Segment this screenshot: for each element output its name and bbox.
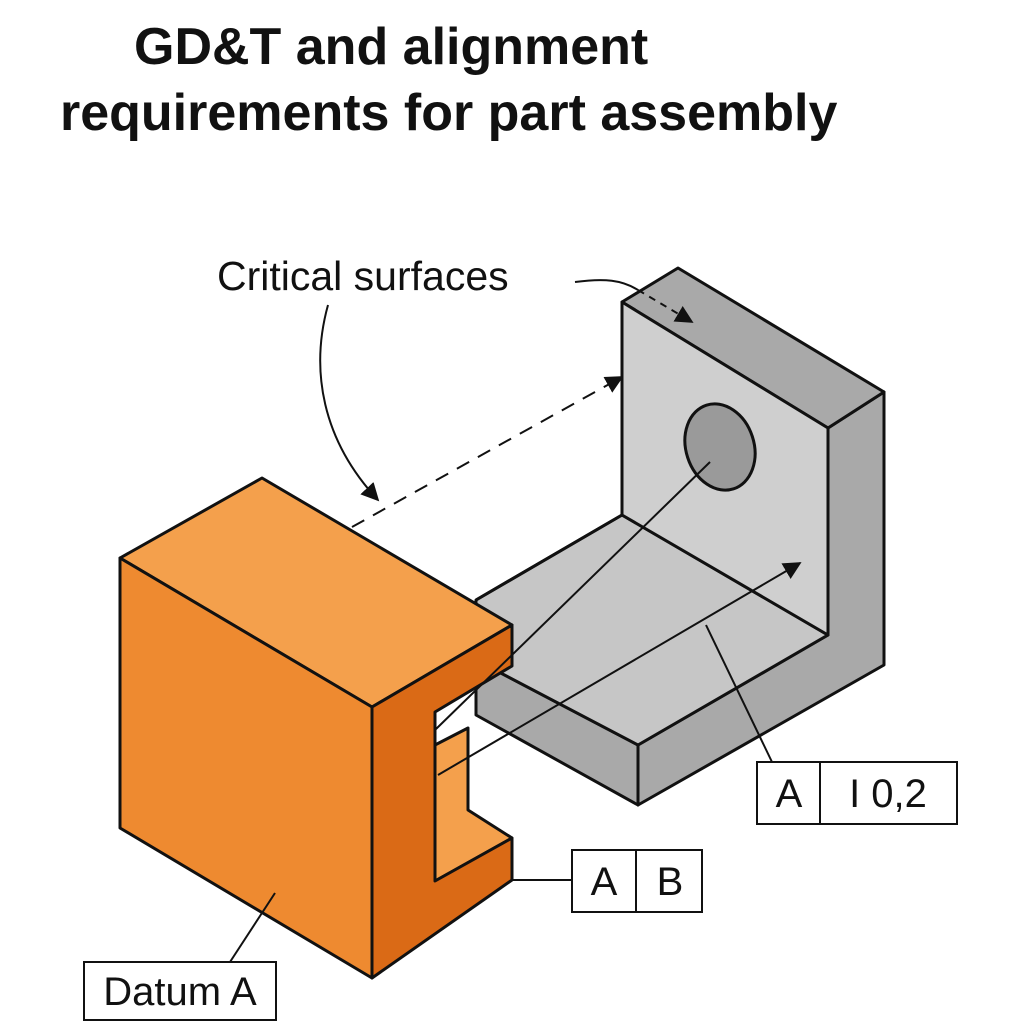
frame-ab-cell-b: B bbox=[657, 860, 684, 904]
frame-ab-cell-a: A bbox=[591, 860, 618, 904]
datum-a-leader bbox=[229, 892, 276, 963]
datum-a-label: Datum A bbox=[103, 970, 257, 1014]
critical-surfaces-leader-right bbox=[574, 279, 639, 291]
title-line-1: GD&T and alignment bbox=[134, 18, 649, 76]
feature-control-frame-tolerance: A I 0,2 bbox=[756, 761, 958, 825]
tolerance-leader bbox=[705, 624, 773, 763]
diagram-title: GD&T and alignment requirements for part… bbox=[0, 14, 1024, 146]
orange-block bbox=[118, 476, 514, 980]
bracket-floor-edge bbox=[475, 513, 623, 602]
gray-bracket bbox=[474, 266, 886, 807]
slot-alignment-arrow bbox=[437, 562, 802, 776]
frame-tolerance-datum: A bbox=[776, 772, 803, 816]
datum-a-callout: Datum A bbox=[83, 961, 277, 1021]
feature-control-frame-ab: A B bbox=[571, 849, 703, 913]
block-side-face bbox=[370, 623, 514, 980]
hole-axis-line bbox=[434, 461, 711, 731]
critical-surfaces-leader-curve bbox=[319, 304, 380, 502]
critical-surfaces-dashed-arrow bbox=[637, 289, 694, 323]
alignment-lines bbox=[229, 279, 802, 963]
alignment-dashed-arrow bbox=[351, 376, 624, 528]
frame-tolerance-value: I 0,2 bbox=[849, 772, 927, 816]
title-line-2: requirements for part assembly bbox=[60, 84, 838, 142]
critical-surfaces-label: Critical surfaces bbox=[217, 253, 509, 299]
